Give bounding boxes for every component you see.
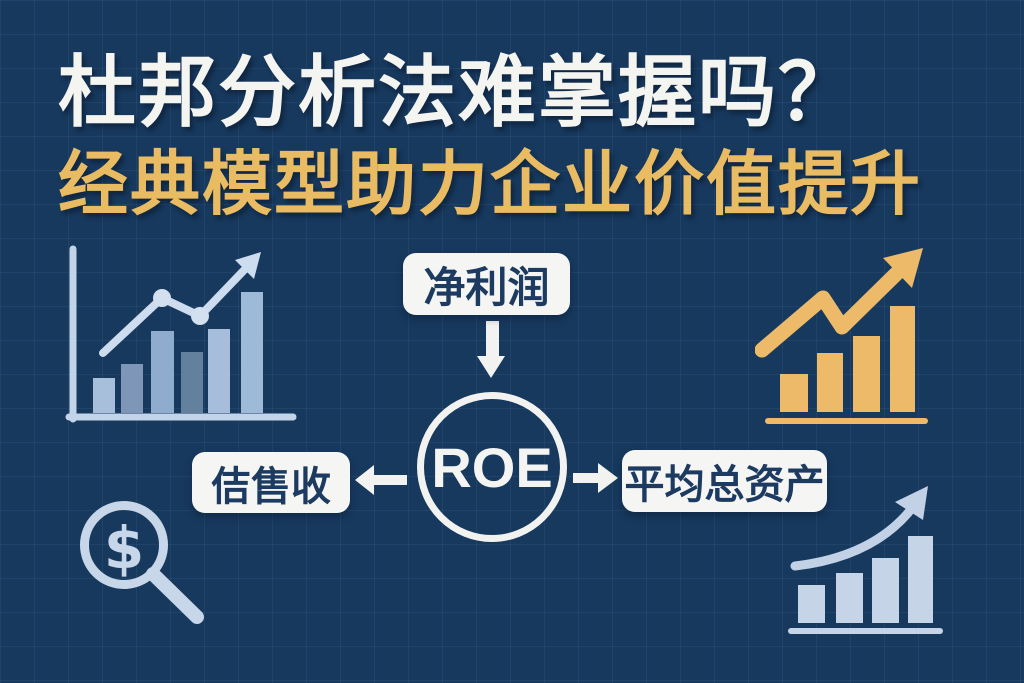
chart-bar	[890, 306, 915, 412]
chart-bar	[908, 536, 933, 623]
chart-bar	[872, 558, 899, 623]
chart-bar	[121, 364, 143, 413]
chart-bar	[241, 292, 263, 413]
gold-arrowhead	[883, 248, 923, 288]
chart-bar	[208, 329, 230, 413]
roe-label: ROE	[431, 435, 553, 499]
main-title: 杜邦分析法难掌握吗？	[58, 48, 859, 136]
trend-dot	[191, 307, 209, 325]
growth-arrowhead	[895, 486, 928, 520]
net-profit-box: 净利润	[403, 253, 570, 315]
trend-dot	[153, 289, 171, 307]
arrow-down-icon	[477, 321, 505, 378]
trend-arrowhead	[235, 252, 261, 279]
net-profit-label: 净利润	[423, 263, 550, 311]
gold-chart-bars	[780, 306, 915, 412]
roe-circle-node: ROE	[417, 392, 567, 542]
trend-chart-bars	[93, 292, 263, 413]
dollar-sign: $	[104, 514, 144, 582]
chart-bar	[836, 573, 863, 623]
chart-bar	[817, 353, 843, 412]
arrow-right-icon	[573, 463, 618, 493]
sales-revenue-label: 佶售收	[211, 464, 331, 509]
gold-bar-chart-rising-arrow-icon	[755, 248, 928, 424]
bar-chart-curved-arrow-icon	[788, 486, 943, 634]
growth-chart-bars	[798, 536, 933, 623]
avg-total-assets-box: 平均总资产	[622, 450, 827, 512]
bar-chart-trend-line-icon	[65, 245, 297, 423]
chart-bar	[780, 374, 808, 412]
chart-bar	[151, 331, 174, 413]
subtitle: 经典模型助力企业价值提升	[58, 145, 922, 223]
chart-bar	[853, 336, 880, 412]
chart-bar	[93, 378, 115, 413]
arrow-left-icon	[355, 465, 407, 495]
avg-total-assets-label: 平均总资产	[624, 463, 825, 507]
chart-bar	[181, 352, 203, 413]
sales-revenue-box: 佶售收	[192, 452, 350, 513]
dollar-magnifier-icon: $	[80, 501, 204, 624]
chart-bar	[798, 585, 825, 623]
